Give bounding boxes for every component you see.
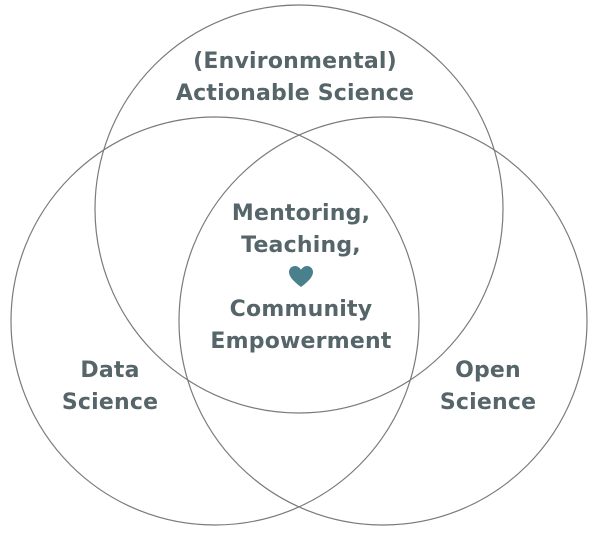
circle-actionable-science — [94, 4, 504, 414]
top-label-line-2: Actionable Science — [175, 81, 415, 106]
top-circle-label: (Environmental) Actionable Science — [150, 46, 440, 110]
circle-open-science — [178, 116, 588, 526]
center-label-line-3: Community — [229, 297, 373, 322]
circle-data-science — [10, 116, 420, 526]
top-label-line-1: (Environmental) — [193, 49, 397, 74]
heart-icon — [196, 262, 406, 294]
center-label-line-1: Mentoring, — [231, 201, 371, 226]
heart-shape — [289, 266, 313, 287]
right-circle-label: Open Science — [418, 355, 558, 419]
left-circle-label: Data Science — [40, 355, 180, 419]
left-label-line-1: Data — [80, 358, 140, 383]
left-label-line-2: Science — [61, 390, 159, 415]
center-label: Mentoring, Teaching, Community Empowerme… — [196, 198, 406, 358]
center-label-line-4: Empowerment — [210, 329, 392, 354]
right-label-line-2: Science — [439, 390, 537, 415]
right-label-line-1: Open — [455, 358, 521, 383]
center-label-line-2: Teaching, — [241, 233, 361, 258]
